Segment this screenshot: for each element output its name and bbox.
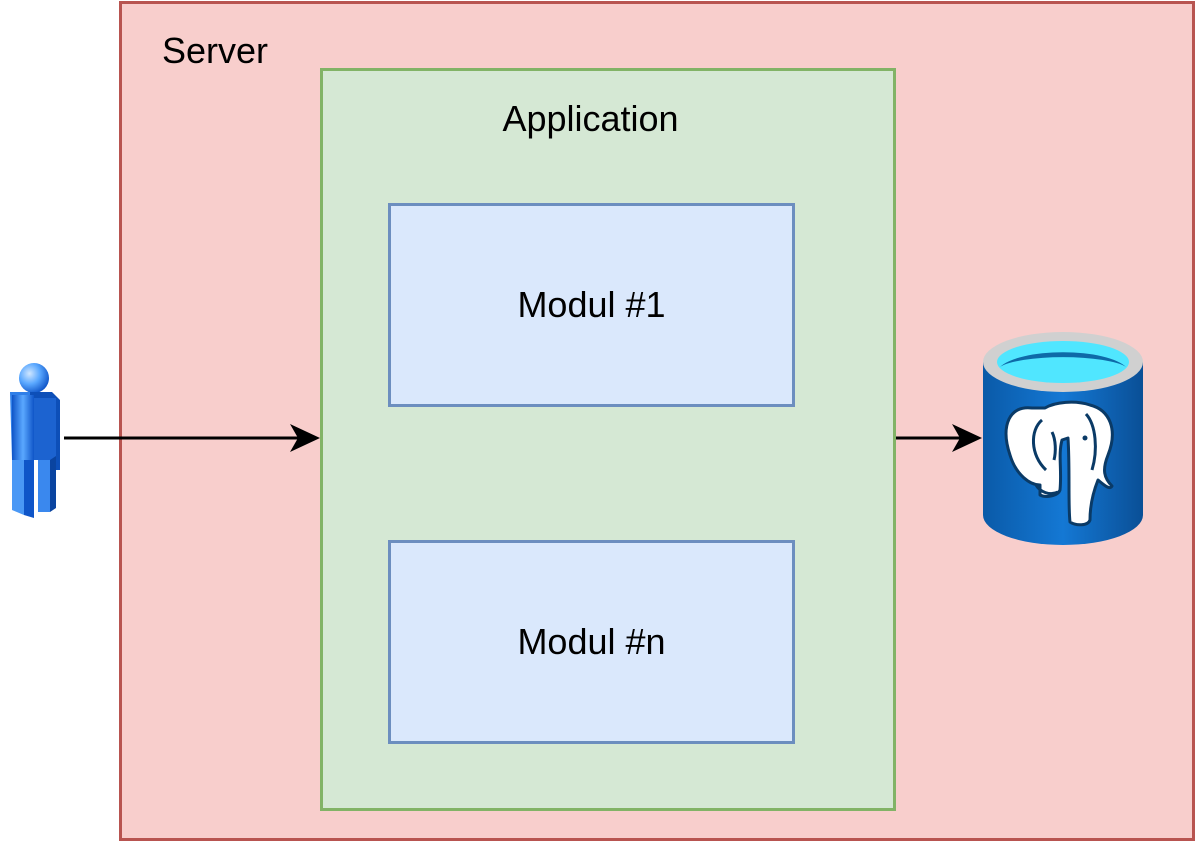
server-label: Server — [162, 30, 269, 71]
application-to-database-arrow — [896, 424, 982, 452]
module-1-label: Modul #1 — [517, 284, 666, 325]
user-icon — [10, 363, 60, 518]
application-label: Application — [502, 98, 679, 139]
module-n-box: Modul #n — [388, 540, 795, 744]
user-to-application-arrow — [64, 424, 320, 452]
module-1-box: Modul #1 — [388, 203, 795, 407]
module-n-label: Modul #n — [517, 621, 666, 662]
postgresql-database-icon — [983, 332, 1143, 545]
